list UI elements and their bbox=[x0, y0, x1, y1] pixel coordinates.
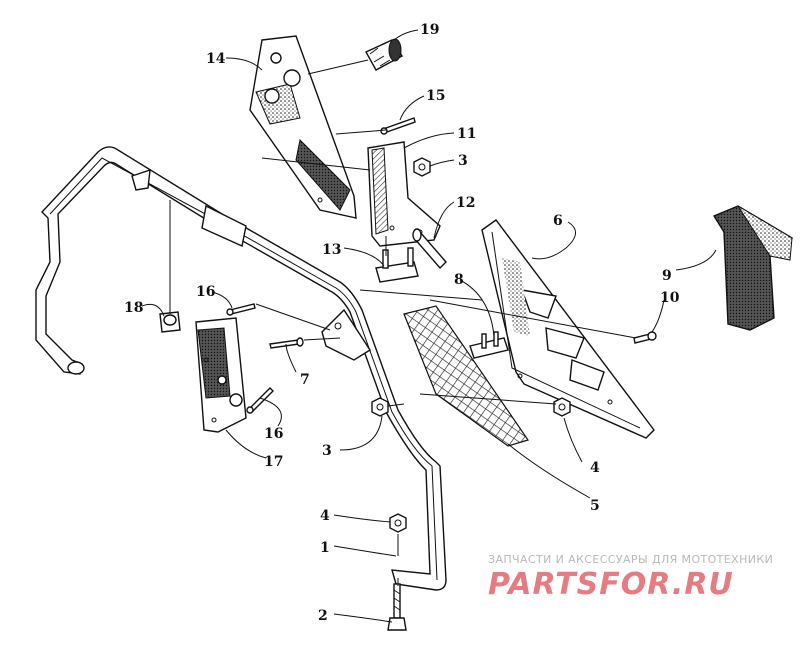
vertical-bracket bbox=[367, 141, 441, 247]
screw-right bbox=[633, 331, 657, 344]
small-mount-bracket bbox=[469, 331, 509, 359]
screw-16-top bbox=[226, 303, 256, 316]
callout-3a: 3 bbox=[458, 153, 468, 169]
foam-pad bbox=[712, 205, 794, 331]
watermark: ЗАПЧАСТИ И АКСЕССУАРЫ ДЛЯ МОТОТЕХНИКИ PA… bbox=[488, 553, 788, 602]
callout-4a: 4 bbox=[590, 460, 600, 476]
callout-8: 8 bbox=[454, 272, 464, 288]
rubber-grommet bbox=[365, 38, 403, 71]
bottom-bolt bbox=[387, 583, 407, 631]
lower-mount-plate bbox=[195, 317, 247, 433]
callout-19: 19 bbox=[420, 22, 439, 38]
callout-11: 11 bbox=[457, 126, 476, 142]
callout-18: 18 bbox=[124, 300, 143, 316]
callout-17: 17 bbox=[264, 454, 283, 470]
callout-2: 2 bbox=[318, 608, 328, 624]
stud-plate bbox=[375, 247, 419, 283]
callout-1: 1 bbox=[320, 540, 330, 556]
main-bumper-bar bbox=[35, 146, 447, 591]
hex-nut-upper bbox=[413, 157, 431, 177]
watermark-caption: ЗАПЧАСТИ И АКСЕССУАРЫ ДЛЯ МОТОТЕХНИКИ bbox=[488, 553, 774, 566]
callout-labels: 1 2 3 3 4 4 5 6 7 8 9 10 11 12 13 14 15 … bbox=[124, 22, 680, 624]
callout-7: 7 bbox=[300, 372, 310, 388]
callout-6: 6 bbox=[553, 213, 563, 229]
callout-4b: 4 bbox=[320, 508, 330, 524]
callout-13: 13 bbox=[322, 242, 341, 258]
triangular-side-panel bbox=[481, 219, 655, 439]
callout-9: 9 bbox=[662, 268, 672, 284]
tube-clamp bbox=[159, 311, 181, 333]
hex-nut-lower bbox=[371, 397, 389, 417]
callout-16a: 16 bbox=[196, 284, 215, 300]
callout-5: 5 bbox=[590, 498, 600, 514]
leader-lines bbox=[141, 29, 717, 623]
upper-mount-plate bbox=[249, 35, 357, 219]
pin-left bbox=[269, 337, 304, 349]
screw-top bbox=[380, 117, 416, 135]
watermark-logo: PARTSFOR.RU bbox=[488, 567, 734, 602]
callout-3b: 3 bbox=[322, 443, 332, 459]
assembly-lines bbox=[169, 59, 637, 586]
callout-15: 15 bbox=[426, 88, 445, 104]
callout-16b: 16 bbox=[264, 426, 283, 442]
long-bolt bbox=[412, 228, 447, 270]
screw-16-bottom bbox=[246, 387, 274, 414]
lock-nut-right bbox=[553, 397, 571, 417]
callout-10: 10 bbox=[660, 290, 680, 306]
lock-nut-bottom bbox=[389, 513, 407, 533]
callout-14: 14 bbox=[206, 51, 226, 67]
mesh-screen bbox=[403, 305, 529, 447]
callout-12: 12 bbox=[456, 195, 475, 211]
